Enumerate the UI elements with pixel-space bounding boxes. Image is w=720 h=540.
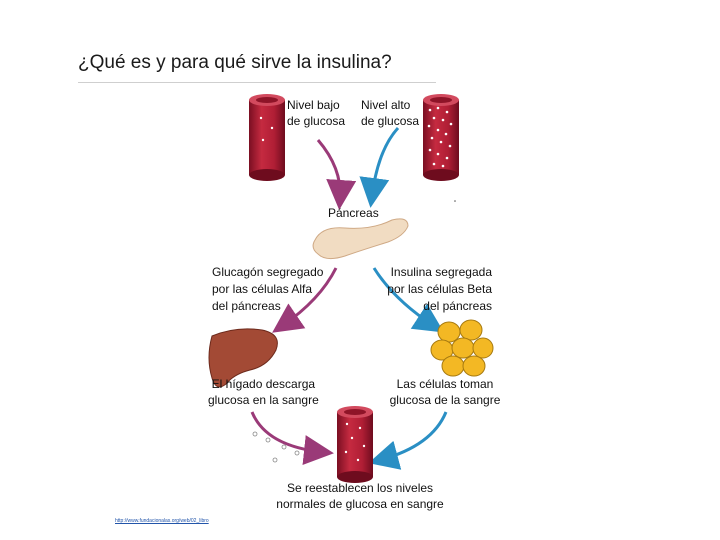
body-cells (430, 319, 494, 377)
slide-title: ¿Qué es y para qué sirve la insulina? (78, 52, 392, 73)
glucagon-arrow (272, 267, 338, 333)
cells-to-blood-arrow (368, 411, 448, 470)
pancreas-shape (312, 218, 409, 260)
normal-glucose-vessel (337, 406, 373, 483)
liver-shape (208, 328, 278, 388)
glucose-dots (252, 431, 300, 463)
title-divider (78, 82, 436, 83)
low-glucose-vessel (249, 94, 285, 181)
liver-to-blood-arrow (250, 411, 334, 465)
insulin-arrow (372, 267, 445, 333)
high-glucose-vessel (423, 94, 459, 181)
stray-dot (454, 200, 456, 202)
low-to-pancreas-arrow (316, 139, 357, 210)
source-link[interactable]: http://www.fundacionalas.org/web/02_libr… (115, 518, 209, 524)
high-to-pancreas-arrow (359, 126, 400, 208)
pancreas-label: Páncreas (328, 206, 379, 220)
